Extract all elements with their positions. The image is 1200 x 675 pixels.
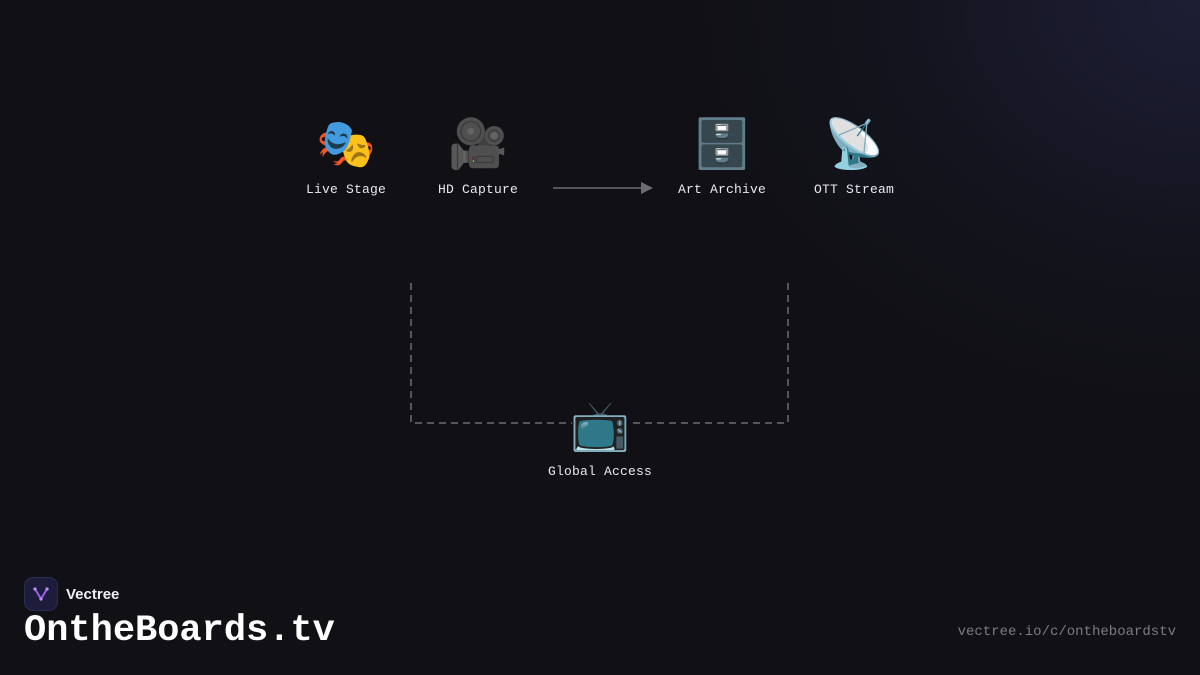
node-label: Art Archive: [677, 182, 766, 197]
movie-camera-icon: 🎥: [448, 116, 508, 172]
node-label: OTT Stream: [813, 182, 894, 197]
node-label: Live Stage: [305, 182, 386, 197]
satellite-antenna-icon: 📡: [824, 116, 884, 172]
edge-ott-stream-to-global-access: [628, 283, 789, 424]
brand: Vectree: [24, 577, 119, 611]
performing-arts-icon: 🎭: [316, 116, 376, 172]
edge-arrowhead: [641, 182, 653, 194]
brand-name: Vectree: [66, 585, 120, 603]
page-title: OntheBoards.tv: [24, 610, 335, 652]
node-ott-stream: 📡 OTT Stream: [784, 116, 924, 197]
node-label: HD Capture: [437, 182, 518, 197]
node-global-access: 📺 Global Access: [530, 398, 670, 479]
node-label: Global Access: [547, 464, 653, 479]
node-art-archive: 🗄️ Art Archive: [652, 116, 792, 197]
television-icon: 📺: [570, 398, 630, 454]
node-hd-capture: 🎥 HD Capture: [408, 116, 548, 197]
vectree-logo-icon: [24, 577, 58, 611]
site-url[interactable]: vectree.io/c/ontheboardstv: [957, 624, 1176, 640]
node-live-stage: 🎭 Live Stage: [276, 116, 416, 197]
file-cabinet-icon: 🗄️: [692, 116, 752, 172]
